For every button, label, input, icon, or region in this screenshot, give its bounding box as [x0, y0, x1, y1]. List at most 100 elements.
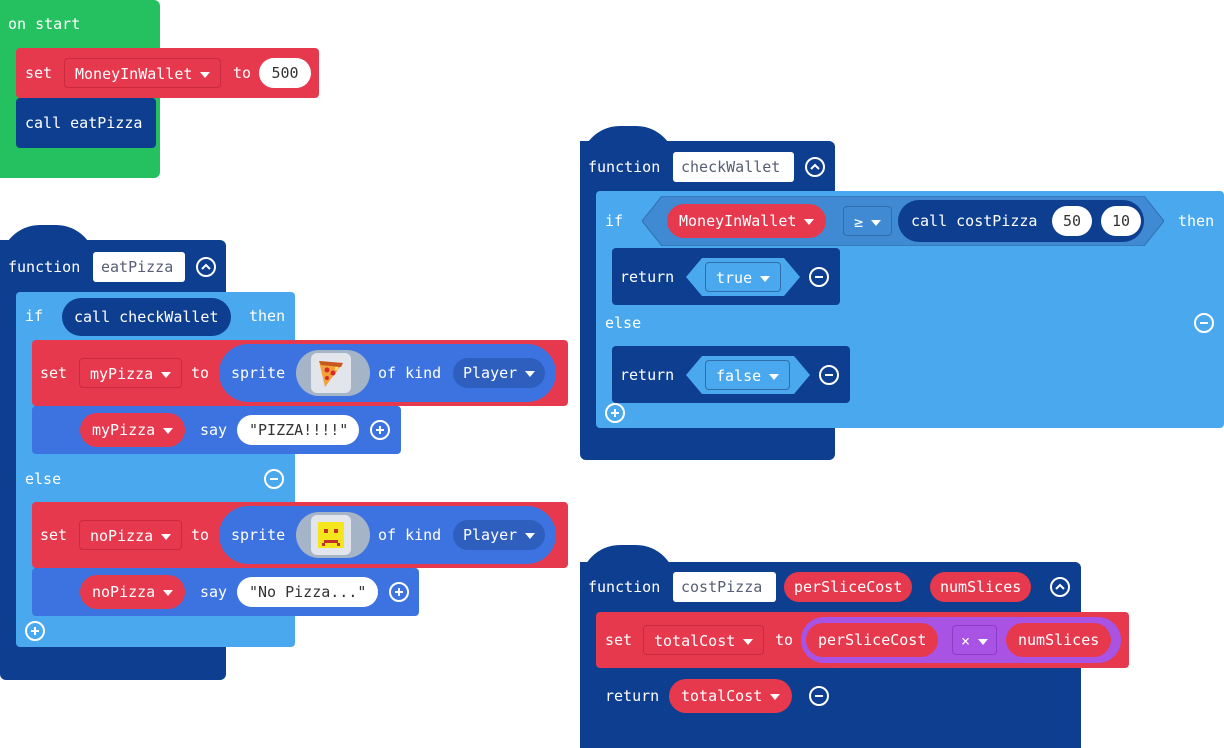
kind-dropdown-1[interactable]: Player: [453, 358, 546, 388]
nopizza-reporter[interactable]: noPizza: [80, 575, 186, 609]
kind-text-2: Player: [463, 526, 518, 544]
function-name-field[interactable]: eatPizza: [93, 252, 185, 282]
function-name-field[interactable]: checkWallet: [673, 152, 794, 182]
remove-icon[interactable]: [809, 686, 829, 706]
call-eatpizza-label: call eatPizza: [25, 114, 143, 132]
pizza-sprite-icon: [311, 353, 351, 393]
operator-dropdown[interactable]: ≥: [843, 206, 893, 236]
true-text: true: [716, 269, 753, 287]
say-label-2: say: [200, 583, 228, 601]
chevron-down-icon: [200, 71, 211, 78]
arg1-input[interactable]: 50: [1052, 206, 1092, 236]
add-icon[interactable]: [389, 582, 409, 602]
return-label-1: return: [620, 268, 675, 286]
chevron-down-icon: [743, 638, 754, 645]
call-checkwallet-reporter[interactable]: call checkWallet: [62, 298, 231, 336]
return-label: return: [605, 687, 660, 705]
chevron-down-icon: [804, 218, 815, 225]
remove-icon[interactable]: [264, 469, 284, 489]
money-variable-text: MoneyInWallet: [75, 65, 193, 83]
mypizza-variable-dropdown[interactable]: myPizza: [79, 358, 183, 388]
arg2-input[interactable]: 10: [1101, 206, 1141, 236]
function-label: function: [8, 258, 81, 276]
add-else-if-icon[interactable]: [25, 621, 45, 641]
false-dropdown[interactable]: false: [705, 360, 791, 390]
chevron-down-icon: [161, 371, 172, 378]
say-var-text-1: myPizza: [92, 421, 156, 439]
if-label: if: [605, 212, 624, 230]
set-label: set: [25, 64, 53, 82]
else-label: else: [25, 470, 62, 488]
money-variable-dropdown[interactable]: MoneyInWallet: [64, 58, 222, 88]
collapse-icon[interactable]: [805, 157, 825, 177]
call-eatpizza-block[interactable]: [16, 98, 156, 148]
nopizza-variable-text: noPizza: [90, 527, 154, 545]
kind-dropdown-2[interactable]: Player: [453, 520, 546, 550]
say-text-input-1[interactable]: "PIZZA!!!!": [237, 415, 359, 445]
true-dropdown[interactable]: true: [705, 262, 782, 292]
if-label: if: [25, 307, 44, 325]
right-operand-reporter[interactable]: numSlices: [1006, 623, 1112, 657]
mypizza-reporter[interactable]: myPizza: [80, 413, 186, 447]
remove-icon[interactable]: [809, 267, 829, 287]
return-label-2: return: [620, 366, 675, 384]
function-label: function: [588, 158, 661, 176]
add-else-if-icon[interactable]: [605, 403, 625, 423]
chevron-down-icon: [769, 373, 780, 380]
chevron-down-icon: [760, 275, 771, 282]
money-value-input[interactable]: 500: [259, 58, 311, 88]
of-kind-label-1: of kind: [378, 364, 442, 382]
set-label: set: [605, 631, 633, 649]
totalcost-reporter[interactable]: totalCost: [669, 679, 793, 713]
remove-icon[interactable]: [819, 365, 839, 385]
add-icon[interactable]: [370, 420, 390, 440]
to-label-1: to: [191, 364, 210, 382]
function-label: function: [588, 578, 661, 596]
sprite-label-1: sprite: [231, 364, 286, 382]
chevron-down-icon: [978, 638, 989, 645]
chevron-down-icon: [770, 693, 781, 700]
remove-icon[interactable]: [1194, 313, 1214, 333]
to-label: to: [775, 631, 794, 649]
chevron-down-icon: [525, 370, 536, 377]
to-label: to: [233, 64, 252, 82]
math-operator-dropdown[interactable]: ×: [952, 625, 998, 655]
sad-face-sprite-icon: [311, 515, 351, 555]
collapse-icon[interactable]: [196, 257, 216, 277]
chevron-down-icon: [161, 533, 172, 540]
moneyinwallet-text: MoneyInWallet: [679, 212, 797, 230]
true-boolean-reporter[interactable]: [686, 258, 800, 296]
operator-text: ≥: [854, 213, 864, 231]
false-text: false: [716, 367, 762, 385]
nopizza-variable-dropdown[interactable]: noPizza: [79, 520, 183, 550]
on-start-label: on start: [8, 15, 81, 33]
totalcost-variable-dropdown[interactable]: totalCost: [643, 625, 765, 655]
moneyinwallet-reporter[interactable]: MoneyInWallet: [667, 204, 827, 238]
left-operand-reporter[interactable]: perSliceCost: [806, 623, 939, 657]
say-text-input-2[interactable]: "No Pizza...": [237, 577, 378, 607]
function-name-field[interactable]: costPizza: [673, 572, 776, 602]
kind-text-1: Player: [463, 364, 518, 382]
chevron-down-icon: [163, 427, 174, 434]
math-operator-text: ×: [961, 632, 971, 650]
set-label-1: set: [40, 364, 68, 382]
chevron-down-icon: [525, 532, 536, 539]
then-label: then: [249, 307, 286, 325]
chevron-down-icon: [871, 219, 882, 226]
say-label-1: say: [200, 421, 228, 439]
else-label: else: [605, 314, 642, 332]
param-numslices[interactable]: numSlices: [930, 572, 1032, 602]
mypizza-variable-text: myPizza: [90, 365, 154, 383]
of-kind-label-2: of kind: [378, 526, 442, 544]
set-label-2: set: [40, 526, 68, 544]
to-label-2: to: [191, 526, 210, 544]
then-label: then: [1178, 212, 1215, 230]
chevron-down-icon: [163, 589, 174, 596]
say-var-text-2: noPizza: [92, 583, 156, 601]
sprite-label-2: sprite: [231, 526, 286, 544]
totalcost-text: totalCost: [681, 687, 763, 705]
false-boolean-reporter[interactable]: [686, 356, 810, 394]
collapse-icon[interactable]: [1050, 577, 1070, 597]
param-perslicecost[interactable]: perSliceCost: [784, 572, 913, 602]
totalcost-variable-text: totalCost: [654, 632, 736, 650]
